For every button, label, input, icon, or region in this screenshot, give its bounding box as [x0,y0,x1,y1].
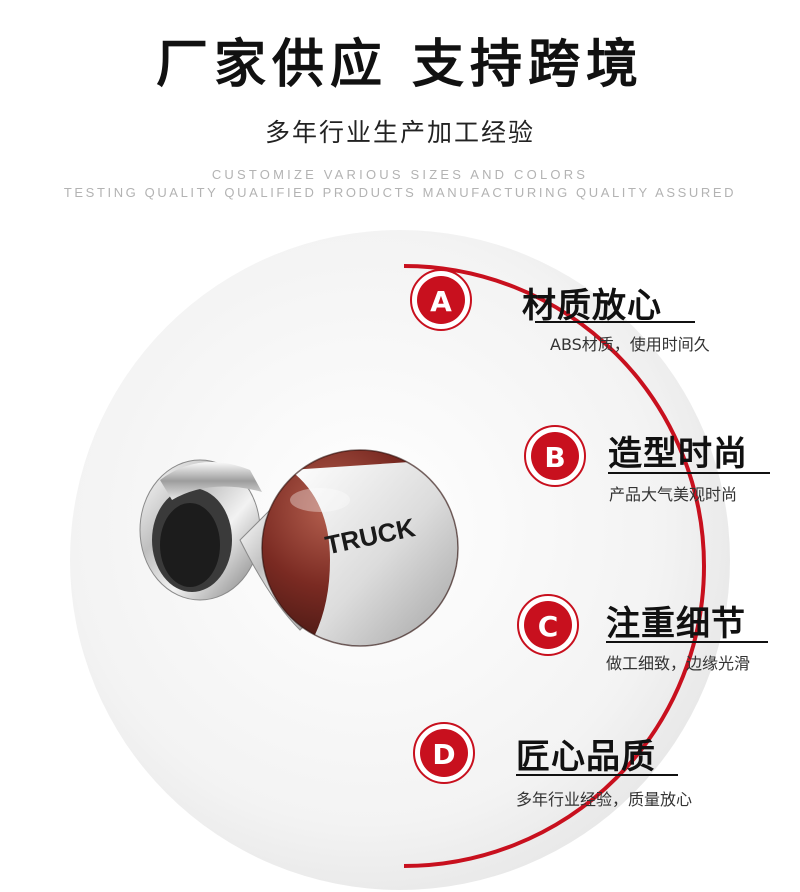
english-tagline-1: CUSTOMIZE VARIOUS SIZES AND COLORS [211,167,589,182]
feature-d-title: 匠心品质 [516,737,656,777]
badge-b: B [524,425,586,487]
badge-c: C [517,594,579,656]
feature-c-desc: 做工细致，边缘光滑 [606,654,751,673]
english-tagline-2: TESTING QUALITY QUALIFIED PRODUCTS MANUF… [63,185,737,200]
badge-a: A [410,269,472,331]
red-arc [403,264,706,868]
feature-a-title: 材质放心 [522,286,662,326]
feature-b-desc: 产品大气美观时尚 [609,485,738,504]
badge-c-letter: C [538,610,559,643]
feature-a-underline [535,321,695,323]
feature-c-underline [606,641,768,643]
badge-d: D [413,722,475,784]
badge-b-letter: B [544,441,565,474]
feature-d-underline [516,774,678,776]
feature-c-title: 注重细节 [606,604,746,644]
feature-b-title: 造型时尚 [608,434,748,474]
knob-ball [261,449,459,647]
feature-d-desc: 多年行业经验，质量放心 [516,790,693,809]
page-subtitle: 多年行业生产加工经验 [264,118,535,147]
badge-a-letter: A [430,285,452,318]
feature-b-underline [608,472,770,474]
feature-a-desc: ABS材质，使用时间久 [550,335,710,354]
badge-d-letter: D [432,738,455,771]
page-title: 厂家供应 支持跨境 [155,35,645,95]
